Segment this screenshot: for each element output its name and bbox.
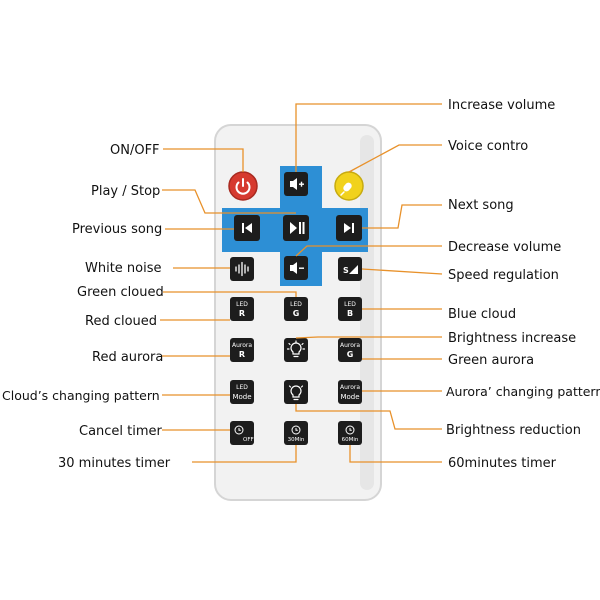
cloud-pattern-button[interactable]: [230, 380, 254, 404]
volume-down-icon: [290, 262, 304, 274]
label-play-stop: Play / Stop: [91, 184, 160, 199]
bulb-dim-icon: [288, 385, 304, 401]
timer-60-key-text: 60Min: [342, 437, 359, 443]
microphone-icon: [340, 182, 352, 196]
aurora-pattern-key-bottom: Mode: [340, 393, 359, 401]
aurora-pattern-button[interactable]: [338, 380, 362, 404]
leader-increase-volume: [295, 103, 442, 172]
label-aurora-pattern: Aurora’ changing pattern: [446, 384, 600, 399]
label-cancel-timer: Cancel timer: [79, 424, 163, 439]
next-icon: [344, 223, 354, 233]
green-cloud-key-top: LED: [290, 301, 302, 308]
label-green-cloud: Green cloued: [77, 285, 164, 300]
green-aurora-key-top: Aurora: [340, 342, 360, 349]
green-aurora-button[interactable]: [338, 338, 362, 362]
label-previous-song: Previous song: [72, 222, 162, 237]
label-red-aurora: Red aurora: [92, 350, 163, 365]
label-white-noise: White noise: [85, 261, 162, 276]
clock-icon: [345, 425, 355, 435]
leader-voice-control: [348, 144, 442, 173]
leader-brightness-reduction: [295, 404, 442, 430]
leader-speed-regulation: [361, 268, 443, 275]
power-icon: [235, 178, 251, 195]
brightness-reduction-button[interactable]: [284, 380, 308, 404]
label-green-aurora: Green aurora: [448, 353, 534, 368]
label-red-cloud: Red cloued: [85, 314, 157, 329]
label-on-off: ON/OFF: [110, 143, 160, 158]
blue-cloud-key-top: LED: [344, 301, 356, 308]
label-brightness-increase: Brightness increase: [448, 331, 576, 346]
label-speed-regulation: Speed regulation: [448, 268, 559, 283]
red-aurora-button[interactable]: [230, 338, 254, 362]
leader-next-song: [362, 204, 442, 229]
green-aurora-key-bottom: G: [347, 350, 354, 359]
timer-30-key-text: 30Min: [288, 437, 305, 443]
label-timer-60: 60minutes timer: [448, 456, 557, 471]
clock-icon: [234, 425, 244, 435]
leader-brightness-increase: [295, 336, 442, 339]
sound-wave-icon: [235, 261, 249, 277]
label-timer-30: 30 minutes timer: [58, 456, 171, 471]
previous-icon: [242, 223, 252, 233]
volume-up-icon: [290, 178, 304, 190]
label-cloud-pattern: Cloud’s changing pattern: [2, 388, 160, 403]
cloud-pattern-key-top: LED: [236, 384, 248, 391]
leader-on-off: [163, 148, 244, 172]
cancel-timer-key-text: OFF: [243, 437, 254, 443]
speed-key-text: S: [343, 266, 349, 275]
leader-play-stop: [162, 189, 296, 214]
cloud-pattern-key-bottom: Mode: [232, 393, 251, 401]
red-aurora-key-top: Aurora: [232, 342, 252, 349]
leader-timer-60: [349, 445, 442, 463]
leader-lines: [160, 103, 443, 463]
clock-icon: [291, 425, 301, 435]
speed-ramp-icon: [349, 265, 358, 274]
leader-decrease-volume: [295, 245, 442, 257]
blue-cloud-button[interactable]: [338, 297, 362, 321]
aurora-pattern-key-top: Aurora: [340, 384, 360, 391]
red-cloud-key-top: LED: [236, 301, 248, 308]
timer-30-button[interactable]: [284, 421, 308, 445]
label-decrease-volume: Decrease volume: [448, 240, 561, 255]
label-next-song: Next song: [448, 198, 514, 213]
red-aurora-key-bottom: R: [239, 350, 245, 359]
timer-60-button[interactable]: [338, 421, 362, 445]
green-cloud-key-bottom: G: [293, 309, 300, 318]
red-cloud-button[interactable]: [230, 297, 254, 321]
label-increase-volume: Increase volume: [448, 98, 555, 113]
play-pause-icon: [290, 222, 305, 234]
bulb-bright-icon: [286, 340, 306, 358]
label-voice-control: Voice contro: [448, 139, 528, 154]
leader-green-cloud: [163, 291, 297, 297]
label-brightness-reduction: Brightness reduction: [446, 423, 581, 438]
speed-regulation-button[interactable]: [338, 257, 362, 281]
green-cloud-button[interactable]: [284, 297, 308, 321]
leader-timer-30: [192, 445, 297, 463]
label-blue-cloud: Blue cloud: [448, 307, 516, 322]
red-cloud-key-bottom: R: [239, 309, 245, 318]
blue-cloud-key-bottom: B: [347, 309, 353, 318]
